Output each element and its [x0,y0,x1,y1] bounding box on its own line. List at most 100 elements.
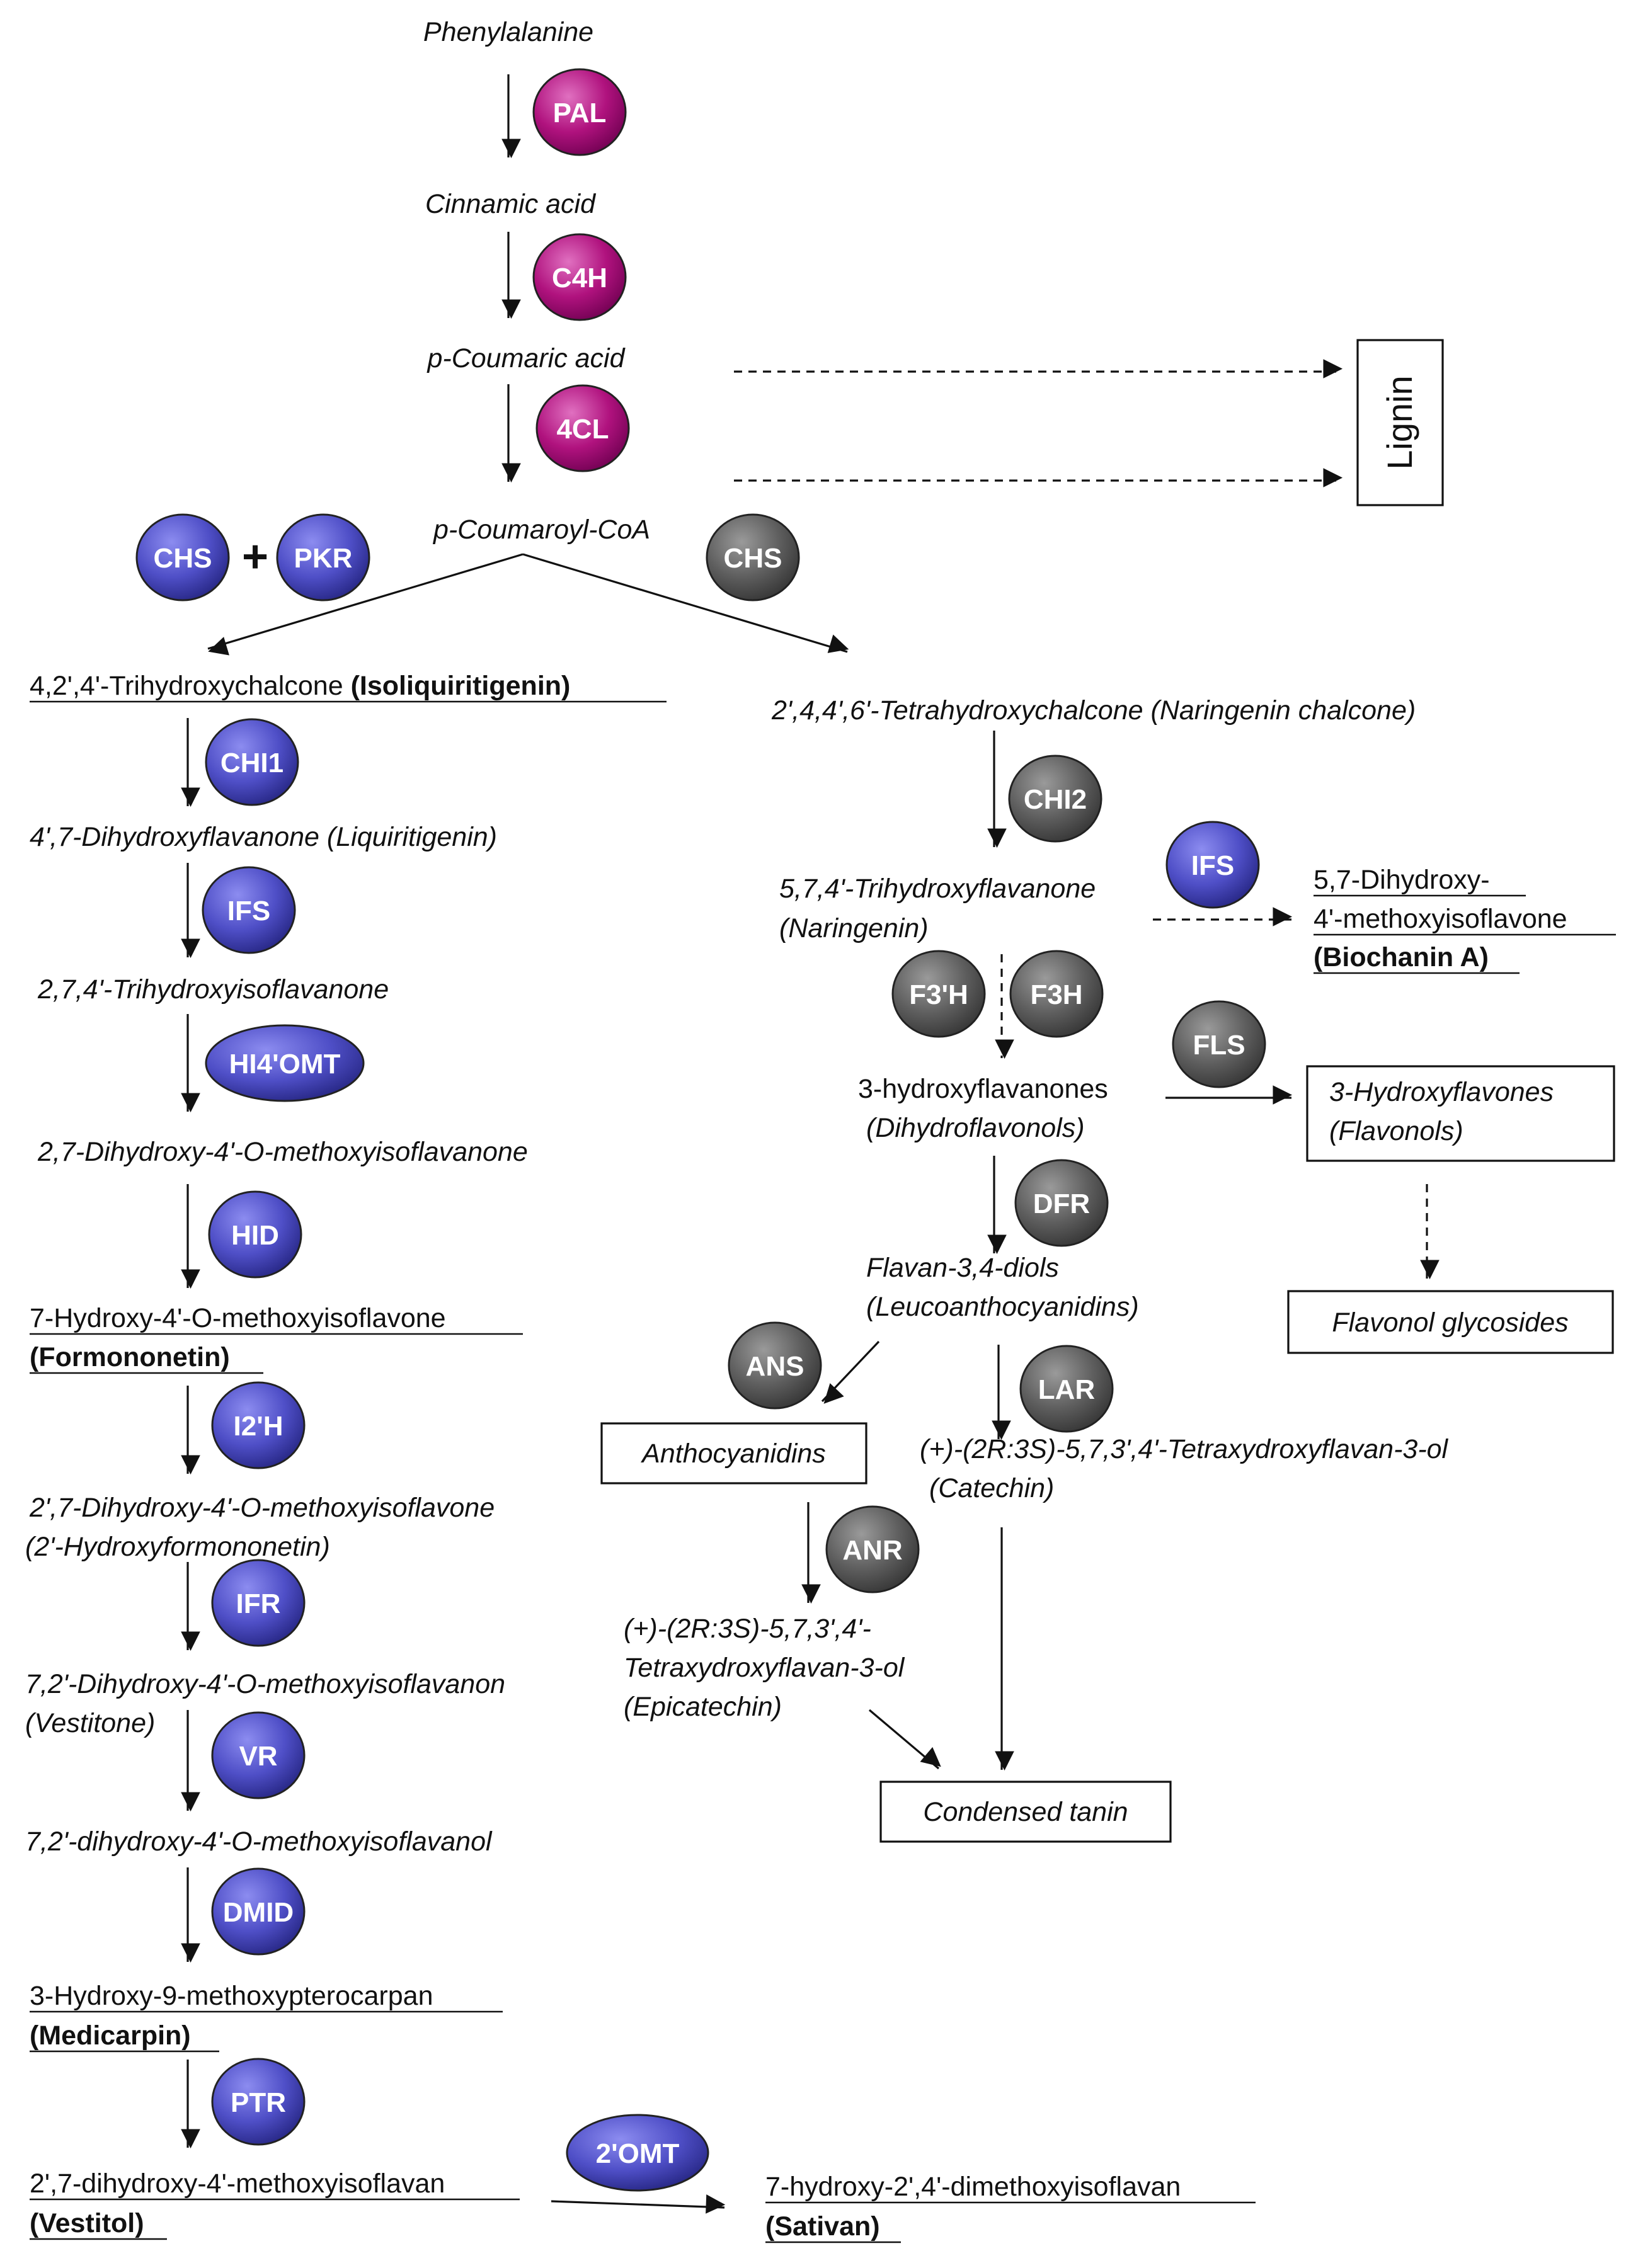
label-catechin-common: (Catechin) [929,1473,1054,1503]
label-vestitol-name: 2',7-dihydroxy-4'-methoxyisoflavan [30,2168,445,2199]
label-leucoanthocyanidins-common: (Leucoanthocyanidins) [866,1292,1139,1322]
enzyme-label-f3h: F3H [1030,979,1082,1010]
label-biochanin-line1: 5,7-Dihydroxy- [1314,865,1490,895]
enzyme-label-lar: LAR [1038,1374,1095,1405]
label-biochanin-line2: 4'-methoxyisoflavone [1314,904,1567,934]
enzyme-label-chs-left: CHS [154,543,212,574]
underlines [30,700,1616,2243]
label-flavonols-common: (Flavonols) [1329,1116,1463,1146]
enzyme-chi2: CHI2 [1008,755,1102,843]
label-biochanin-common: (Biochanin A) [1314,942,1489,972]
label-anthocyanidins: Anthocyanidins [640,1439,826,1469]
arrow-to-isoliquiritigenin [207,553,524,656]
enzyme-ifs-right: IFS [1165,821,1260,909]
enzyme-c4h: C4H [532,233,627,321]
label-catechin-name: (+)-(2R:3S)-5,7,3',4'-Tetraxydroxyflavan… [920,1434,1449,1464]
enzyme-label-ifs-right: IFS [1191,850,1234,881]
label-isoflavanol: 7,2'-dihydroxy-4'-O-methoxyisoflavanol [25,1826,493,1857]
label-naringenin-name: 5,7,4'-Trihydroxyflavanone [779,874,1096,904]
label-naringenin-common: (Naringenin) [779,913,929,943]
arrow-2omt [551,2194,726,2214]
boxes [600,339,1615,1843]
arrows [181,74,1440,2214]
flavonol-glycosides-box [1287,1290,1614,1354]
label-epicatechin-line1: (+)-(2R:3S)-5,7,3',4'- [624,1614,871,1644]
enzyme-label-c4h: C4H [552,263,607,293]
arrow-ans [821,1340,880,1404]
label-hydroxyformononetin-name: 2',7-Dihydroxy-4'-O-methoxyisoflavone [29,1493,495,1523]
enzyme-fls: FLS [1172,1000,1266,1088]
label-epicatechin-line2: Tetraxydroxyflavan-3-ol [624,1653,905,1683]
enzyme-ans: ANS [728,1321,822,1410]
flavonols-box [1306,1065,1615,1162]
enzyme-vr: VR [211,1711,306,1799]
label-dihydroxy-methoxyisoflavanone: 2,7-Dihydroxy-4'-O-methoxyisoflavanone [37,1137,528,1167]
enzyme-label-2omt: 2'OMT [596,2138,680,2169]
label-formononetin-common: (Formononetin) [30,1342,230,1372]
enzyme-ifs-left: IFS [202,866,296,954]
enzyme-label-pkr: PKR [294,543,353,574]
compound-labels: Phenylalanine Cinnamic acid p-Coumaric a… [25,17,1569,2242]
label-cinnamic-acid: Cinnamic acid [425,189,597,219]
enzyme-label-fls: FLS [1193,1030,1245,1061]
label-trihydroxyisoflavanone: 2,7,4'-Trihydroxyisoflavanone [37,974,389,1005]
label-hydroxyformononetin-common: (2'-Hydroxyformononetin) [25,1532,330,1562]
enzyme-label-4cl: 4CL [556,414,609,445]
label-isoliquiritigenin-common: (Isoliquiritigenin) [351,671,571,701]
label-lignin: Lignin [1380,375,1419,469]
enzymes: PAL C4H 4CL CHS + PKR CHS CHI1 IFS [135,68,1266,2192]
label-sativan-name: 7-hydroxy-2',4'-dimethoxyisoflavan [765,2172,1181,2202]
label-condensed-tanin: Condensed tanin [923,1797,1128,1827]
enzyme-label-ans: ANS [746,1351,804,1382]
enzyme-label-ifs-left: IFS [227,896,270,926]
enzyme-dfr: DFR [1014,1159,1109,1247]
enzyme-label-i2h: I2'H [234,1411,283,1442]
enzyme-dmid: DMID [211,1867,306,1956]
enzyme-label-hi4omt: HI4'OMT [229,1049,341,1080]
enzyme-label-ptr: PTR [231,2087,286,2118]
enzyme-hi4omt: HI4'OMT [205,1024,365,1102]
enzyme-label-hid: HID [231,1220,279,1251]
enzyme-label-vr: VR [239,1741,277,1772]
label-epicatechin-common: (Epicatechin) [624,1692,782,1722]
enzyme-label-ifr: IFR [236,1588,281,1619]
label-medicarpin-common: (Medicarpin) [30,2020,191,2051]
enzyme-ifr: IFR [211,1559,306,1647]
anthocyanidins-box [600,1422,867,1484]
label-naringenin-chalcone: 2',4,4',6'-Tetrahydroxychalcone (Naringe… [771,695,1416,726]
label-sativan-common: (Sativan) [765,2211,880,2242]
plus-sign: + [242,532,268,582]
label-flavonols-name: 3-Hydroxyflavones [1329,1077,1554,1107]
label-medicarpin-name: 3-Hydroxy-9-methoxypterocarpan [30,1981,433,2011]
enzyme-pkr: PKR [276,513,370,601]
label-vestitone-name: 7,2'-Dihydroxy-4'-O-methoxyisoflavanon [25,1669,505,1699]
label-vestitol-common: (Vestitol) [30,2208,144,2238]
label-liquiritigenin: 4',7-Dihydroxyflavanone (Liquiritigenin) [30,822,497,852]
lignin-box [1356,339,1444,506]
enzyme-label-chi1: CHI1 [220,748,283,778]
label-isoliquiritigenin: 4,2',4'-Trihydroxychalcone (Isoliquiritig… [30,671,570,701]
enzyme-label-chi2: CHI2 [1024,784,1087,815]
arrow-epicatechin-to-tanin [868,1709,941,1770]
label-isoliquiritigenin-name: 4,2',4'-Trihydroxychalcone [30,671,343,701]
label-p-coumaroyl-coa: p-Coumaroyl-CoA [432,515,650,545]
label-flavonol-glycosides: Flavonol glycosides [1332,1308,1568,1338]
label-dihydroflavonols-name: 3-hydroxyflavanones [858,1074,1108,1104]
enzyme-chs-right: CHS [706,513,800,601]
enzyme-anr: ANR [825,1505,920,1593]
enzyme-i2h: I2'H [211,1381,306,1469]
enzyme-chs-left: CHS [135,513,230,601]
enzyme-hid: HID [208,1190,302,1279]
enzyme-label-anr: ANR [842,1535,902,1566]
enzyme-f3h: F3H [1009,950,1104,1038]
label-leucoanthocyanidins-name: Flavan-3,4-diols [866,1253,1059,1283]
label-dihydroflavonols-common: (Dihydroflavonols) [866,1113,1085,1143]
enzyme-f3ph: F3'H [891,950,986,1038]
arrow-to-naringenin-chalcone [522,553,849,653]
label-phenylalanine: Phenylalanine [423,17,593,47]
enzyme-lar: LAR [1019,1345,1114,1433]
label-p-coumaric-acid: p-Coumaric acid [426,343,626,373]
label-formononetin-name: 7-Hydroxy-4'-O-methoxyisoflavone [30,1303,446,1333]
enzyme-label-f3ph: F3'H [909,979,968,1010]
